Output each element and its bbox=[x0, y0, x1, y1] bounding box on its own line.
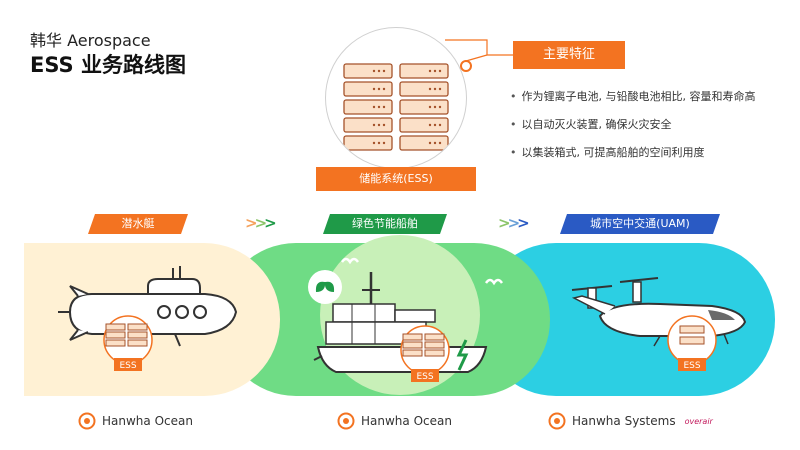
chevron-arrows-icon: >>> bbox=[245, 214, 277, 232]
page-title: ESS 业务路线图 bbox=[30, 53, 186, 77]
feature-item: 以自动灭火装置, 确保火灾安全 bbox=[510, 116, 756, 144]
submarine-band bbox=[24, 243, 280, 396]
ess-label: 储能系统(ESS) bbox=[316, 167, 476, 191]
hanwha-ocean-logo: Hanwha Ocean bbox=[78, 411, 193, 431]
stage-tag-submarine: 潜水艇 bbox=[88, 214, 188, 234]
feature-item: 作为锂离子电池, 与铅酸电池相比, 容量和寿命高 bbox=[510, 88, 756, 116]
stage-tag-uam: 城市空中交通(UAM) bbox=[560, 214, 720, 234]
battery-rack-icon bbox=[343, 63, 449, 151]
title-line-1: 韩华 Aerospace bbox=[30, 31, 151, 50]
stage-tag-green-ship: 绿色节能船舶 bbox=[323, 214, 447, 234]
chevron-arrows-icon: >>> bbox=[498, 214, 530, 232]
features-list: 作为锂离子电池, 与铅酸电池相比, 容量和寿命高 以自动灭火装置, 确保火灾安全… bbox=[510, 88, 756, 172]
overair-brand: overair bbox=[684, 416, 713, 426]
company-name: Hanwha Systems bbox=[572, 414, 676, 428]
feature-item: 以集装箱式, 可提高船舶的空间利用度 bbox=[510, 144, 756, 172]
company-name: Hanwha Ocean bbox=[361, 414, 452, 428]
hanwha-ocean-logo: Hanwha Ocean bbox=[337, 411, 452, 431]
company-name: Hanwha Ocean bbox=[102, 414, 193, 428]
hanwha-systems-logo: Hanwha Systems overair bbox=[548, 411, 713, 431]
ess-battery-illustration bbox=[325, 27, 467, 169]
features-heading: 主要特征 bbox=[513, 41, 625, 69]
hanwha-logo-icon bbox=[548, 412, 566, 430]
hanwha-logo-icon bbox=[78, 412, 96, 430]
hanwha-logo-icon bbox=[337, 412, 355, 430]
